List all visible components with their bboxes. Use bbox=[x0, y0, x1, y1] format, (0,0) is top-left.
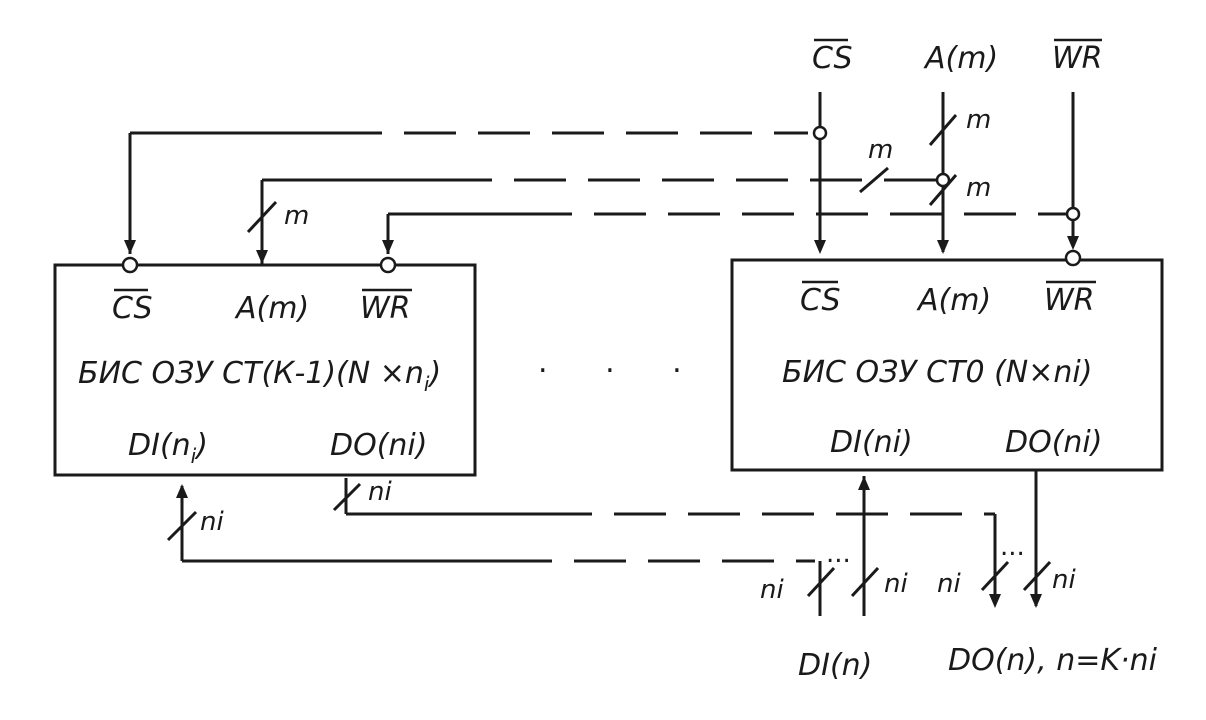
left-do-tick-label: ni bbox=[368, 477, 392, 507]
right-di-pin: DI(ni) bbox=[830, 425, 913, 460]
do-left-tick bbox=[980, 560, 1010, 592]
left-do-out-arrow bbox=[989, 594, 1001, 608]
left-chip-title: БИС ОЗУ СТ(К-1)(N ×ni) bbox=[78, 356, 441, 396]
address-tick-1-label: m bbox=[966, 105, 991, 135]
cs-right-arrow bbox=[814, 240, 826, 254]
address-left-arrow bbox=[256, 250, 268, 264]
di-left-tick-label: ni bbox=[760, 575, 784, 605]
address-branch-tick-label: m bbox=[868, 135, 893, 165]
top-signal-labels: CS A(m) WR bbox=[812, 38, 1103, 76]
left-di-tick-label: ni bbox=[200, 507, 224, 537]
di-bus-dots: ... bbox=[826, 539, 851, 569]
di-right-tick-label: ni bbox=[884, 569, 908, 599]
right-do-arrow bbox=[1030, 594, 1042, 608]
right-cs-pin: CS bbox=[800, 283, 841, 318]
address-tick-1 bbox=[928, 114, 958, 146]
junction-nodes bbox=[812, 125, 1081, 222]
cs-junction bbox=[812, 125, 828, 141]
left-di-pin: DI(ni) bbox=[128, 428, 208, 468]
left-wr-pin: WR bbox=[360, 291, 411, 326]
output-labels: DI(n) DO(n), n=K·ni bbox=[798, 643, 1158, 683]
wr-junction bbox=[1065, 206, 1081, 222]
address-branch-tick bbox=[859, 166, 889, 194]
data-bus-lines: ni ni bbox=[166, 470, 1042, 616]
left-wr-inversion bbox=[379, 256, 397, 274]
address-signal-label: A(m) bbox=[923, 41, 998, 76]
do-left-tick-label: ni bbox=[937, 569, 961, 599]
wr-signal-label: WR bbox=[1052, 41, 1103, 76]
right-do-pin: DO(ni) bbox=[1005, 425, 1102, 460]
do-right-tick-label: ni bbox=[1052, 565, 1076, 595]
do-bus-dots: ... bbox=[1000, 532, 1025, 562]
chips-ellipsis-text: . . . bbox=[538, 345, 706, 380]
do-output-label: DO(n), n=K·ni bbox=[948, 643, 1158, 678]
right-di-arrow bbox=[858, 476, 870, 490]
address-junction bbox=[935, 172, 951, 188]
left-cs-inversion bbox=[121, 256, 139, 274]
right-chip-title: БИС ОЗУ СТ0 (N×ni) bbox=[782, 355, 1092, 390]
address-bus-ticks: m m m m bbox=[246, 105, 991, 234]
address-right-arrow bbox=[937, 240, 949, 254]
right-chip: CS A(m) WR БИС ОЗУ СТ0 (N×ni) DI(ni) DO(… bbox=[730, 249, 1164, 472]
left-address-pin: A(m) bbox=[234, 291, 309, 326]
left-do-pin: DO(ni) bbox=[330, 428, 427, 463]
do-right-tick bbox=[1022, 560, 1052, 592]
left-cs-pin: CS bbox=[112, 291, 153, 326]
di-right-tick bbox=[850, 566, 880, 598]
left-chip: CS A(m) WR БИС ОЗУ СТ(К-1)(N ×ni) DI(ni)… bbox=[53, 256, 477, 477]
address-tick-2 bbox=[928, 174, 958, 206]
branch-lines bbox=[124, 131, 1066, 264]
right-wr-inversion bbox=[1064, 249, 1082, 267]
left-address-tick bbox=[246, 200, 278, 234]
address-tick-2-label: m bbox=[966, 173, 991, 203]
right-input-lines bbox=[814, 92, 1079, 254]
left-chip-box bbox=[53, 263, 477, 477]
di-left-tick bbox=[806, 566, 836, 598]
left-di-tick bbox=[166, 510, 198, 542]
output-bus-ticks: ... ... ni ni ni ni bbox=[760, 532, 1076, 605]
cs-signal-label: CS bbox=[812, 41, 853, 76]
right-wr-pin: WR bbox=[1044, 283, 1095, 318]
wr-left-arrow bbox=[382, 240, 394, 254]
di-output-label: DI(n) bbox=[798, 648, 872, 683]
left-do-tick bbox=[332, 482, 362, 512]
chips-ellipsis: . . . bbox=[538, 345, 706, 380]
left-di-arrow bbox=[176, 484, 188, 498]
left-address-tick-label: m bbox=[284, 201, 309, 231]
right-address-pin: A(m) bbox=[916, 283, 991, 318]
right-chip-box bbox=[730, 258, 1164, 472]
wr-right-arrow bbox=[1067, 236, 1079, 250]
cs-left-arrow bbox=[124, 240, 136, 254]
